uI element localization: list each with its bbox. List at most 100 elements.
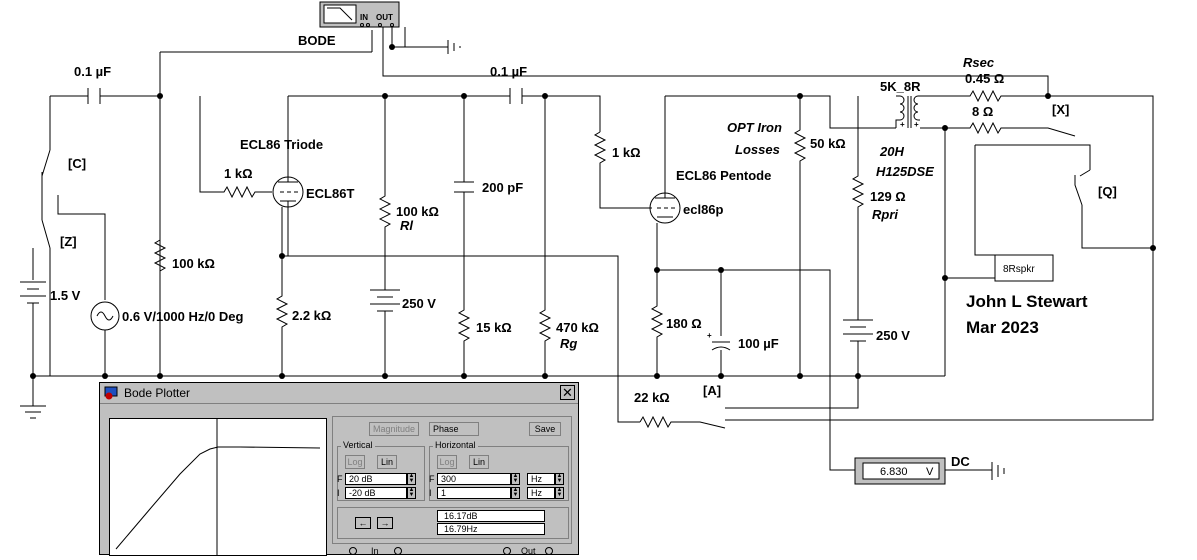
horizontal-label: Horizontal <box>433 440 478 450</box>
in-terminal-label: In <box>371 546 379 556</box>
horizontal-initial-unit[interactable]: Hz <box>527 487 555 499</box>
r-rpri-label: 129 Ω <box>870 189 906 204</box>
cursor-right-button[interactable]: → <box>377 517 393 529</box>
switch-q-label: [Q] <box>1098 184 1117 199</box>
dc-source-label: 1.5 V <box>50 288 81 303</box>
battery-left-label: 250 V <box>402 296 436 311</box>
r-grid-triode-label: 1 kΩ <box>224 166 253 181</box>
cap-100u-label: 100 µF <box>738 336 779 351</box>
r-8-label: 8 Ω <box>972 104 993 119</box>
horizontal-final-field[interactable]: 300 <box>437 473 511 485</box>
bode-in-label: IN <box>360 13 368 22</box>
author-name: John L Stewart <box>966 292 1088 311</box>
r-plate-triode-name: Rl <box>400 218 413 233</box>
horizontal-i-label: I <box>429 488 432 498</box>
bode-plot-area[interactable] <box>109 418 327 556</box>
transformer-icon: + + <box>895 95 920 129</box>
vertical-i-label: I <box>337 488 340 498</box>
horizontal-log-button[interactable]: Log <box>437 455 457 469</box>
cap-200p-label: 200 pF <box>482 180 523 195</box>
in-terminal-minus[interactable] <box>394 547 402 555</box>
bode-window-titlebar[interactable]: Bode Plotter ✕ <box>100 383 578 404</box>
transformer-part: H125DSE <box>876 164 934 179</box>
readout-group <box>337 507 569 539</box>
horizontal-final-unit-spinner[interactable]: ▲▼ <box>555 473 564 485</box>
bode-out-label: OUT <box>376 13 393 22</box>
cap-top-mid-label: 0.1 µF <box>490 64 527 79</box>
vertical-f-label: F <box>337 474 343 484</box>
horizontal-initial-field[interactable]: 1 <box>437 487 511 499</box>
vertical-initial-field[interactable]: -20 dB <box>345 487 407 499</box>
r-50k-label: 50 kΩ <box>810 136 846 151</box>
r-470k-name: Rg <box>560 336 577 351</box>
triode-title: ECL86 Triode <box>240 137 323 152</box>
transformer-inductance: 20H <box>879 144 904 159</box>
r-plate-triode-label: 100 kΩ <box>396 204 439 219</box>
magnitude-button[interactable]: Magnitude <box>369 422 419 436</box>
horizontal-final-unit[interactable]: Hz <box>527 473 555 485</box>
r-grid-pentode-label: 1 kΩ <box>612 145 641 160</box>
opt-iron-line1: OPT Iron <box>727 120 782 135</box>
horizontal-group <box>429 446 569 501</box>
vertical-group <box>337 446 425 501</box>
bode-label: BODE <box>298 33 336 48</box>
switch-a-label: [A] <box>703 383 721 398</box>
rsec-name: Rsec <box>963 55 995 70</box>
opt-iron-line2: Losses <box>735 142 780 157</box>
pentode-title: ECL86 Pentode <box>676 168 771 183</box>
switch-z-label: [Z] <box>60 234 77 249</box>
r-15k-label: 15 kΩ <box>476 320 512 335</box>
svg-text:+: + <box>900 120 905 129</box>
vertical-lin-button[interactable]: Lin <box>377 455 397 469</box>
junction-dots <box>30 93 1156 379</box>
r-cathode-triode-label: 2.2 kΩ <box>292 308 331 323</box>
phase-button[interactable]: Phase <box>429 422 479 436</box>
triode-part: ECL86T <box>306 186 354 201</box>
rsec-value: 0.45 Ω <box>965 71 1004 86</box>
cap-top-left-label: 0.1 µF <box>74 64 111 79</box>
horizontal-f-label: F <box>429 474 435 484</box>
vertical-log-button[interactable]: Log <box>345 455 365 469</box>
speaker-label: 8Rspkr <box>1003 264 1035 275</box>
horizontal-initial-unit-spinner[interactable]: ▲▼ <box>555 487 564 499</box>
speaker-icon <box>994 254 1054 282</box>
save-button[interactable]: Save <box>529 422 561 436</box>
close-button[interactable]: ✕ <box>560 385 575 400</box>
cursor-left-button[interactable]: ← <box>355 517 371 529</box>
dc-label: DC <box>951 454 970 469</box>
r-22k-label: 22 kΩ <box>634 390 670 405</box>
r-rpri-name: Rpri <box>872 207 898 222</box>
horizontal-final-spinner[interactable]: ▲▼ <box>511 473 520 485</box>
readout-db: 16.17dB <box>437 510 545 522</box>
pentode-tube-icon <box>649 95 800 224</box>
battery-right-label: 250 V <box>876 328 910 343</box>
r-100k-left-label: 100 kΩ <box>172 256 215 271</box>
bode-controls: Magnitude Phase Save Vertical Log Lin F … <box>332 416 572 544</box>
svg-text:+: + <box>914 120 919 129</box>
horizontal-initial-spinner[interactable]: ▲▼ <box>511 487 520 499</box>
transformer-name: 5K_8R <box>880 79 921 94</box>
out-terminal-minus[interactable] <box>545 547 553 555</box>
out-terminal-label: Out <box>521 546 536 556</box>
in-terminal-plus[interactable] <box>349 547 357 555</box>
vertical-final-field[interactable]: 20 dB <box>345 473 407 485</box>
bode-instrument-icon[interactable]: IN OUT <box>319 1 400 28</box>
switch-x-label: [X] <box>1052 102 1069 117</box>
svg-text:+: + <box>707 331 712 340</box>
vertical-label: Vertical <box>341 440 375 450</box>
bode-plotter-window[interactable]: Bode Plotter ✕ Magnitude Phase Save Vert… <box>99 382 579 556</box>
r-cathode-pentode-label: 180 Ω <box>666 316 702 331</box>
readout-hz: 16.79Hz <box>437 523 545 535</box>
triode-tube-icon <box>272 96 304 256</box>
dc-meter-unit: V <box>926 466 934 478</box>
vertical-initial-spinner[interactable]: ▲▼ <box>407 487 416 499</box>
switch-c-label: [C] <box>68 156 86 171</box>
author-date: Mar 2023 <box>966 318 1039 337</box>
horizontal-lin-button[interactable]: Lin <box>469 455 489 469</box>
bode-app-icon <box>104 386 118 400</box>
vertical-final-spinner[interactable]: ▲▼ <box>407 473 416 485</box>
bode-window-title: Bode Plotter <box>124 386 191 400</box>
dc-voltmeter[interactable]: 6.830 V <box>854 457 946 485</box>
out-terminal-plus[interactable] <box>503 547 511 555</box>
